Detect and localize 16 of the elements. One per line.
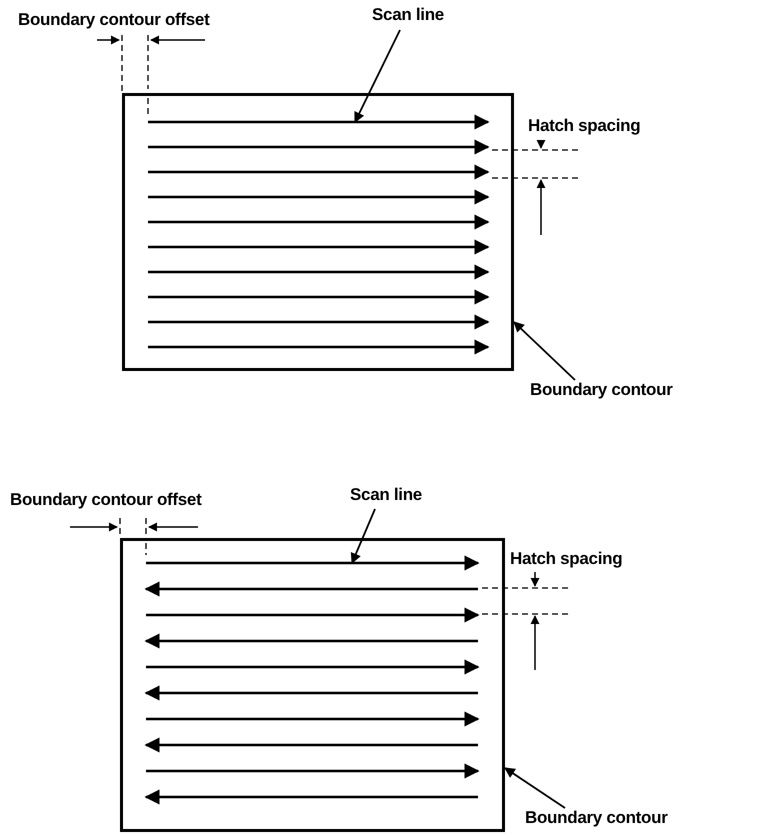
dimension-label: Hatch spacing: [510, 549, 622, 569]
callout-label: Scan line: [372, 5, 444, 25]
boundary-contour-rectangle: [122, 93, 514, 371]
callout-label: Scan line: [350, 485, 422, 505]
leader-line: [350, 508, 376, 564]
leader-line: [513, 321, 576, 381]
leader-line: [504, 767, 566, 809]
dimension-label: Hatch spacing: [528, 116, 640, 136]
callout-label: Boundary contour: [525, 808, 668, 828]
dimension-label: Boundary contour offset: [10, 490, 202, 510]
leader-line: [354, 30, 401, 123]
boundary-contour-rectangle: [120, 538, 505, 832]
dimension-label: Boundary contour offset: [18, 10, 210, 30]
scan-line-arrow: [146, 556, 480, 570]
scan-line-arrow: [148, 114, 490, 130]
callout-label: Boundary contour: [530, 380, 673, 400]
